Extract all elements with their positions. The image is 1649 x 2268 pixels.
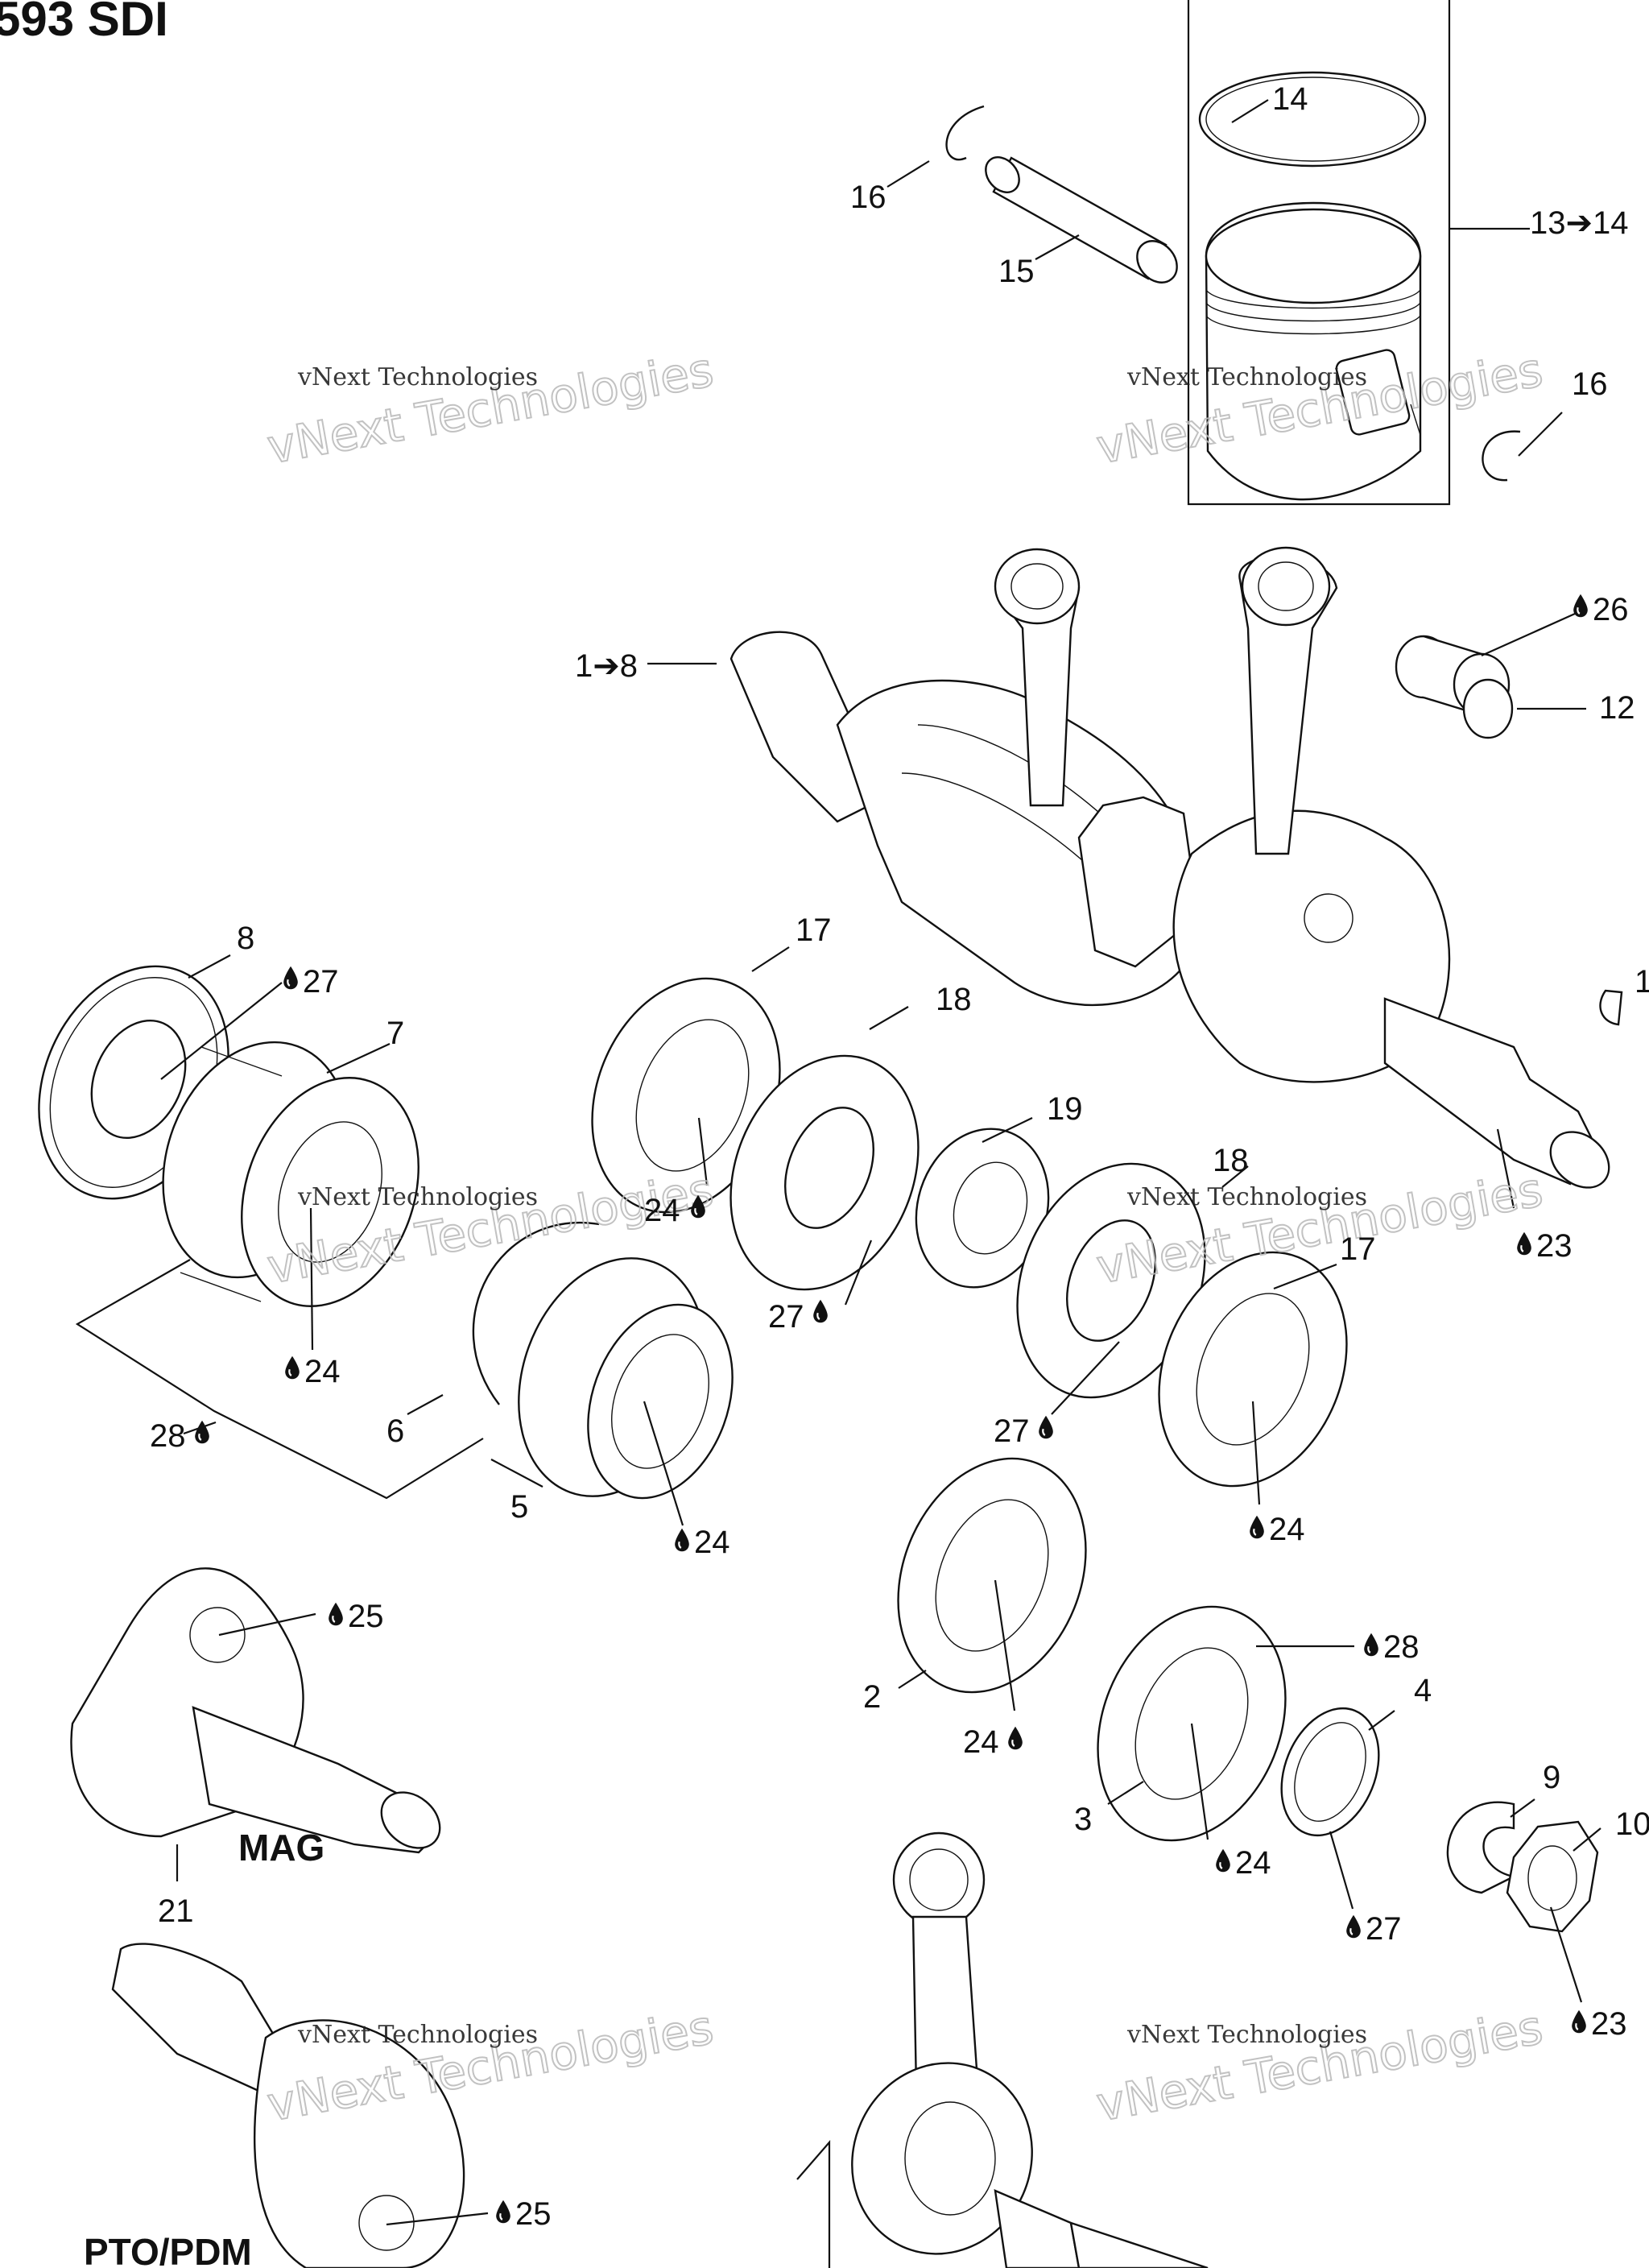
callout-7: 7 (386, 1016, 404, 1051)
callout-24: 24 (963, 1724, 999, 1760)
pto-crank-half (111, 1943, 465, 2268)
callout-1-8: 1➔8 (575, 648, 638, 684)
callout-27: 27 (994, 1413, 1030, 1449)
lubricant-icon (1516, 1231, 1532, 1256)
callout-4: 4 (1414, 1673, 1432, 1708)
crankshaft (729, 546, 1610, 1189)
callout-26: 26 (1593, 592, 1629, 627)
callout-23: 23 (1591, 2006, 1627, 2042)
callout-3: 3 (1074, 1802, 1092, 1837)
svg-text:vNext Technologies: vNext Technologies (297, 363, 538, 391)
needle-bearing (1395, 635, 1514, 739)
callout-1: 1 (1635, 964, 1649, 999)
svg-text:vNext Technologies: vNext Technologies (1126, 2021, 1367, 2049)
lubricant-icon (1573, 593, 1589, 619)
bearing-7 (162, 1041, 419, 1307)
bearing-2 (897, 1457, 1087, 1694)
lubricant-icon (328, 1601, 344, 1627)
callout-25: 25 (348, 1599, 384, 1634)
lubricant-icon (1345, 1914, 1362, 1939)
callout-17: 17 (796, 913, 832, 948)
diagram-title: 593 SDI (0, 0, 168, 46)
woodruff-key (1599, 989, 1623, 1026)
svg-text:vNext Technologies: vNext Technologies (1093, 2000, 1547, 2132)
callout-23: 23 (1536, 1228, 1573, 1264)
callout-24: 24 (1269, 1512, 1305, 1547)
callout-18: 18 (936, 982, 972, 1017)
lubricant-icon (1038, 1414, 1054, 1440)
gear-19 (915, 1128, 1050, 1289)
callout-27: 27 (1366, 1911, 1402, 1947)
ring-12 (1462, 678, 1514, 739)
callout-17: 17 (1340, 1231, 1376, 1267)
callout-25: 25 (515, 2196, 552, 2232)
seal-4 (1280, 1707, 1380, 1837)
callout-9: 9 (1543, 1760, 1560, 1795)
svg-text:vNext Technologies: vNext Technologies (263, 2000, 717, 2132)
piston-assembly (1187, 0, 1530, 506)
snap-ring-6 (472, 1222, 600, 1405)
lubricant-icon (812, 1298, 829, 1324)
callout-13-14: 13➔14 (1530, 205, 1629, 241)
seal-18 (729, 1054, 920, 1291)
lubricant-icon (1249, 1514, 1265, 1540)
mag-label: MAG (238, 1827, 324, 1869)
callout-24: 24 (1235, 1845, 1271, 1881)
callout-27: 27 (303, 964, 339, 999)
svg-text:vNext Technologies: vNext Technologies (1126, 363, 1367, 391)
lubricant-icon (674, 1527, 690, 1553)
callout-18: 18 (1213, 1143, 1249, 1178)
svg-text:vNext Technologies: vNext Technologies (1126, 1183, 1367, 1211)
lubricant-icon (1363, 1632, 1379, 1658)
svg-text:vNext Technologies: vNext Technologies (297, 2021, 538, 2049)
callout-8: 8 (237, 921, 254, 956)
circlip (1482, 430, 1521, 482)
washer-9 (1446, 1801, 1517, 1894)
callout-24: 24 (304, 1354, 341, 1389)
bearing-17b (1158, 1251, 1348, 1488)
leader-lines (160, 99, 1601, 2226)
svg-text:vNext Technologies: vNext Technologies (297, 1183, 538, 1211)
callout-2: 2 (863, 1679, 881, 1715)
lubricant-icon (495, 2199, 511, 2225)
callout-27: 27 (768, 1299, 804, 1335)
lubricant-icon (283, 965, 299, 991)
callout-10: 10 (1615, 1807, 1649, 1842)
lubricant-icon (1571, 2009, 1587, 2034)
callout-28: 28 (150, 1418, 186, 1454)
callout-19: 19 (1047, 1091, 1083, 1127)
bearing-5 (518, 1257, 734, 1500)
svg-text:vNext Technologies: vNext Technologies (263, 342, 717, 474)
lubricant-icon (1007, 1725, 1023, 1751)
piston-pin (985, 156, 1178, 284)
lubricant-icon (284, 1355, 300, 1380)
callout-28: 28 (1383, 1629, 1420, 1665)
seal-18b (1016, 1162, 1206, 1399)
conrod-bottom (851, 1831, 1209, 2268)
callout-14: 14 (1272, 81, 1308, 117)
callout-24: 24 (694, 1525, 730, 1560)
callout-16: 16 (850, 180, 886, 215)
piston-ring (1198, 71, 1427, 168)
callout-labels: 14 16 15 13➔14 16 1➔8 26 12 8 27 7 17 18… (150, 81, 1649, 2232)
lubricant-icon (1215, 1848, 1231, 1873)
callout-15: 15 (998, 254, 1035, 289)
callout-12: 12 (1599, 690, 1635, 726)
lubricant-icon (194, 1419, 210, 1445)
callout-21: 21 (158, 1893, 194, 1929)
mag-crank-half (70, 1567, 441, 1854)
callout-24: 24 (644, 1193, 680, 1228)
callout-5: 5 (510, 1489, 528, 1525)
pto-label: PTO/PDM (84, 2231, 252, 2268)
callout-16: 16 (1572, 366, 1608, 402)
callout-6: 6 (386, 1413, 404, 1449)
circlip (945, 105, 985, 161)
